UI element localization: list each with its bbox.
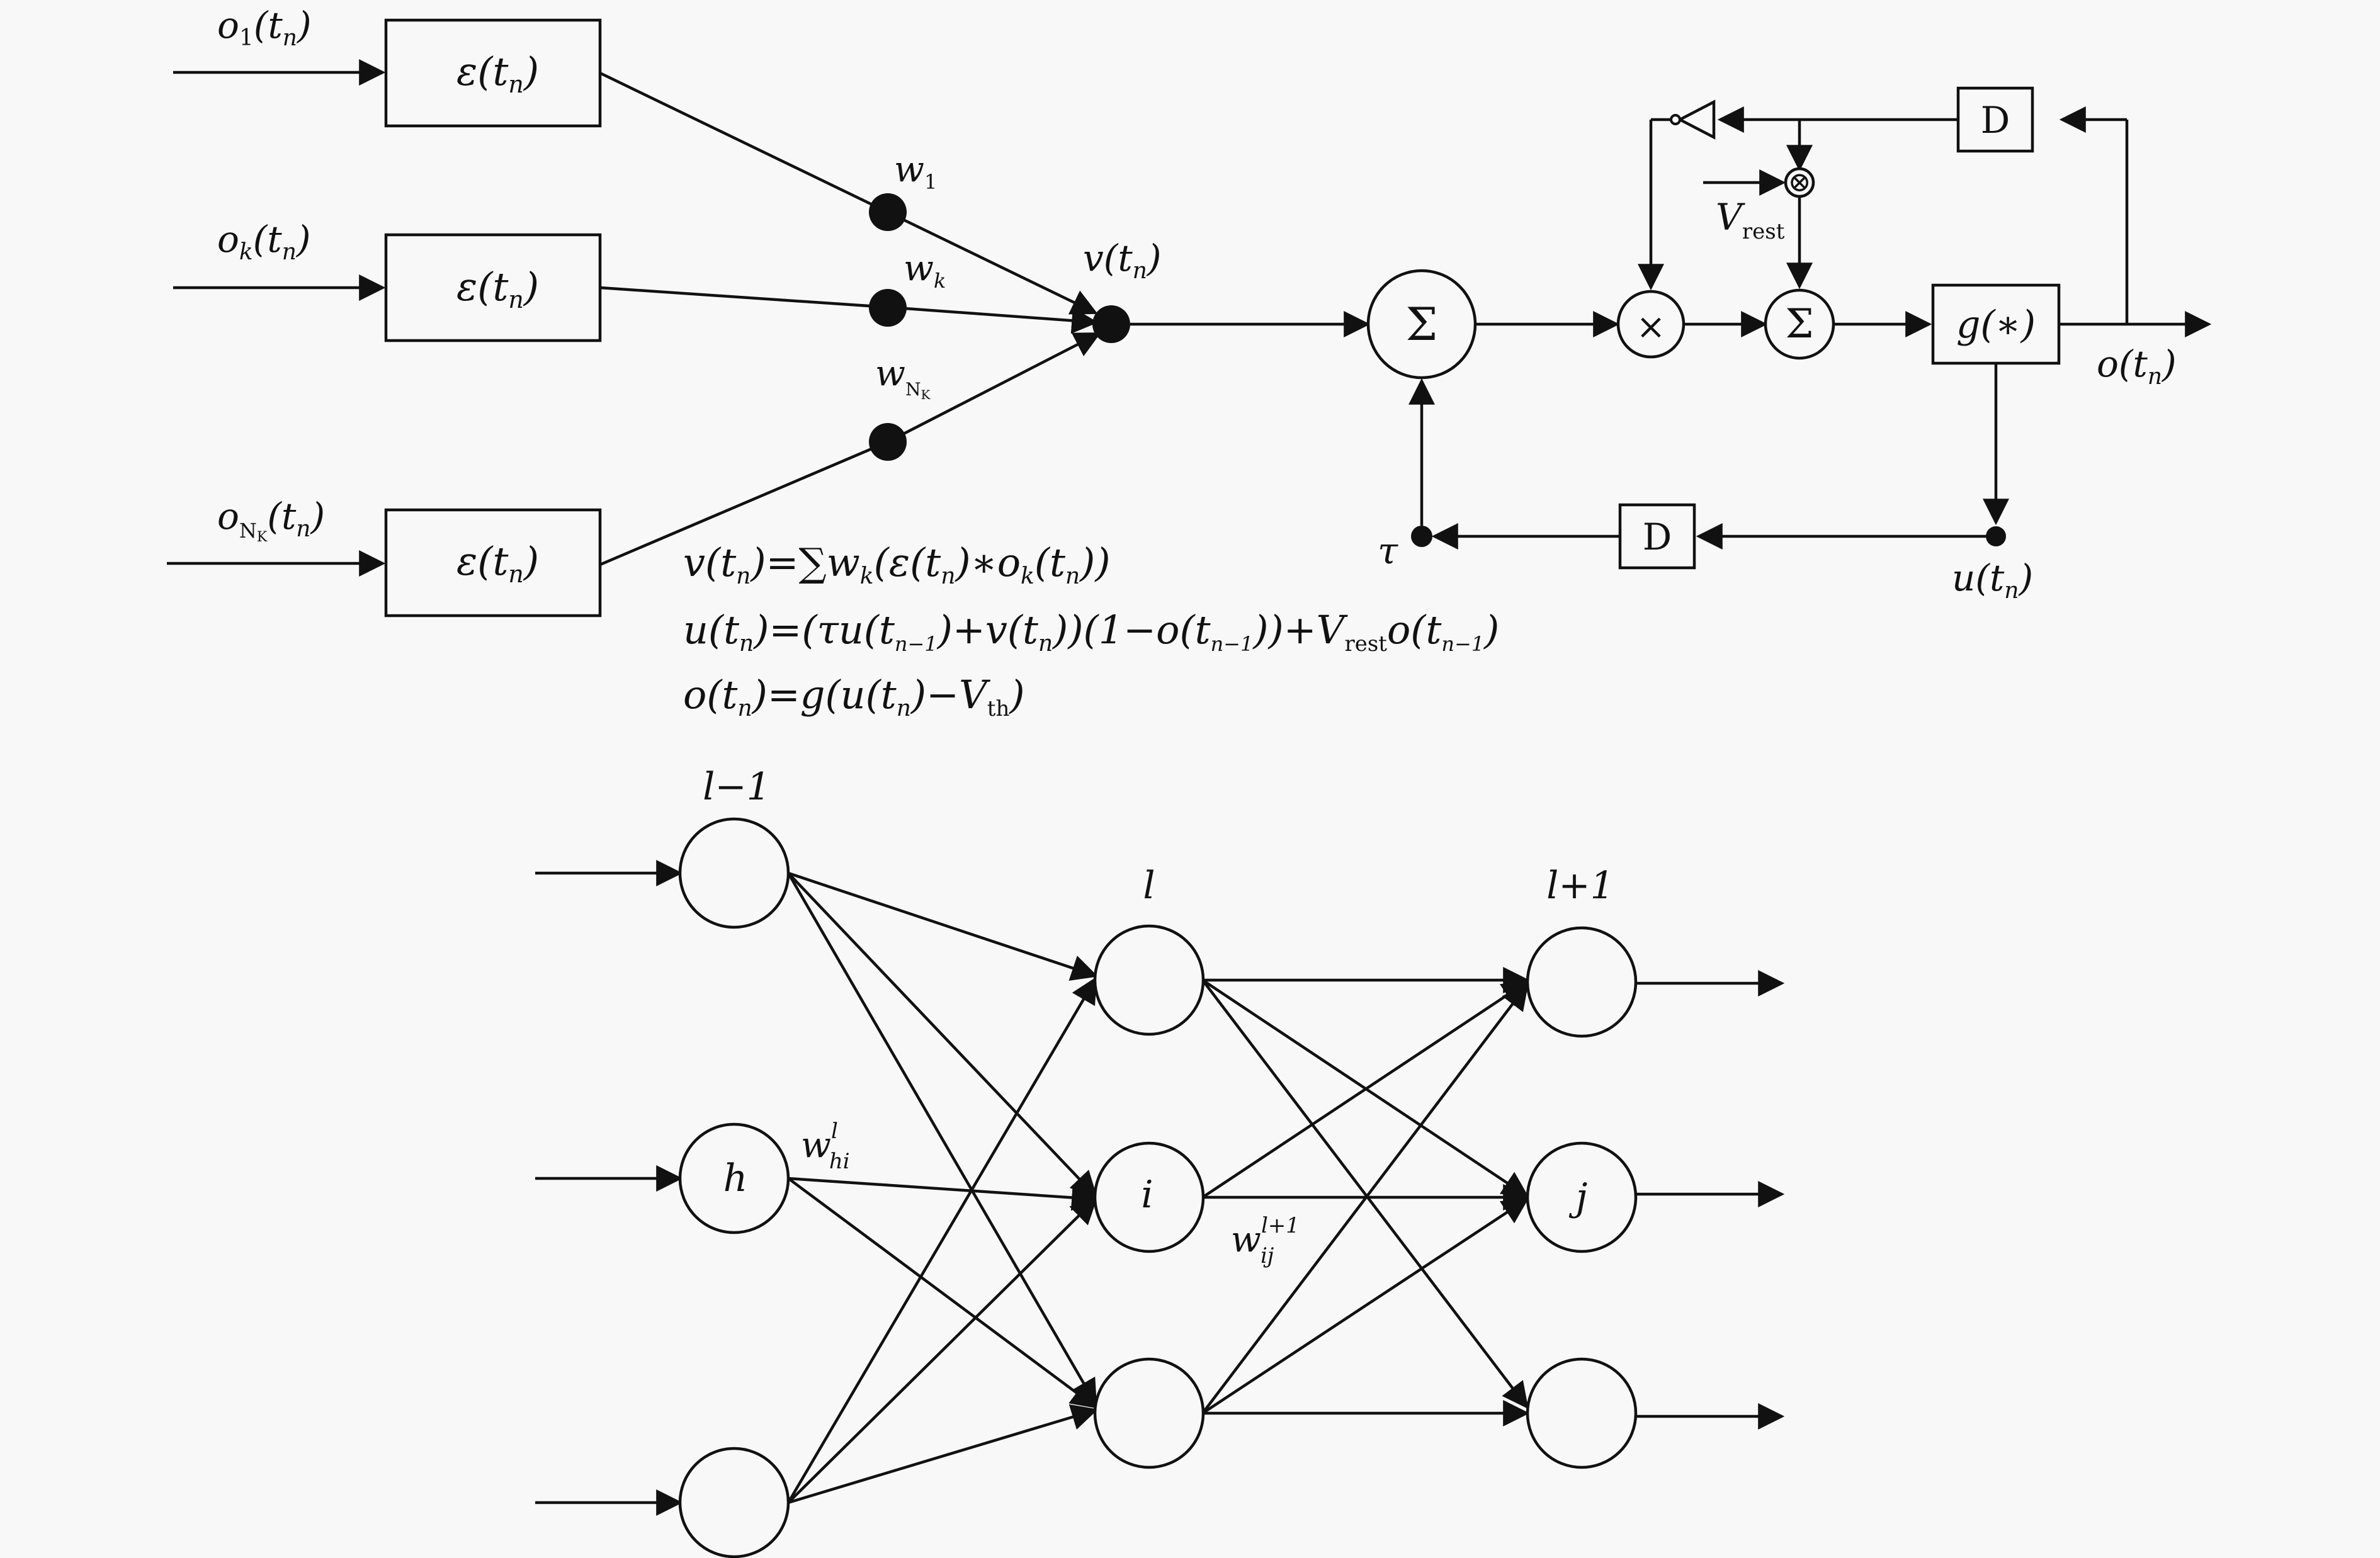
node-prev-h xyxy=(678,1122,790,1234)
kernel-box-nk xyxy=(384,508,602,618)
input-label-nk: oNK(tn) xyxy=(217,495,325,545)
equation-v: v(tn)=∑wk(ε(tn)∗ok(tn)) xyxy=(683,539,1111,589)
output-label: o(tn) xyxy=(2097,342,2177,390)
tau-point xyxy=(1411,526,1432,547)
node-cur-1 xyxy=(1093,924,1205,1036)
layer-label-prev: l−1 xyxy=(703,765,771,809)
delay-box-bottom xyxy=(1618,503,1696,570)
node-next-3 xyxy=(1526,1357,1638,1469)
node-label-h: h xyxy=(723,1156,748,1200)
kernel-label-k: ε(tn) xyxy=(456,264,539,313)
layer-label-cur: l xyxy=(1143,864,1155,908)
refractory-feedback: D ⊗ Vrest xyxy=(1638,86,2129,324)
node-cur-3 xyxy=(1093,1357,1205,1469)
node-cur-i xyxy=(1093,1141,1205,1253)
kernel-label-nk: ε(tn) xyxy=(456,538,539,588)
weight-dot-1 xyxy=(869,193,907,231)
weight-label-nk: wNK xyxy=(875,353,931,402)
equation-u: u(tn)=(τu(tn−1)+v(tn))(1−o(tn−1))+Vresto… xyxy=(683,607,1499,657)
weight-dot-k xyxy=(869,289,907,327)
node-next-j xyxy=(1526,1141,1638,1253)
node-prev-1 xyxy=(678,817,790,929)
inverter-bubble xyxy=(1670,114,1681,125)
weight-label-1: w1 xyxy=(894,149,937,194)
network-nodes xyxy=(678,817,1638,1558)
synapse-connections: w1 wk wNK xyxy=(599,71,1101,567)
delay-label-bottom: D xyxy=(1643,516,1672,558)
input-branch-1: o1(tn) ε(tn) xyxy=(173,4,602,128)
input-branch-nk: oNK(tn) ε(tn) xyxy=(167,495,602,618)
sum-symbol: Σ xyxy=(1406,298,1438,351)
kernel-label-1: ε(tn) xyxy=(456,48,539,98)
otimes-symbol: ⊗ xyxy=(1788,166,1811,198)
delay-box-top xyxy=(1956,86,2034,153)
tau-label: τ xyxy=(1378,529,1398,572)
weight-dot-nk xyxy=(869,423,907,461)
layer-label-next: l+1 xyxy=(1546,864,1614,908)
inverter-triangle xyxy=(1677,99,1716,140)
input-label-1: o1(tn) xyxy=(217,4,312,51)
layer-labels: l−1 l l+1 xyxy=(703,765,1614,908)
v-label: v(tn) xyxy=(1083,237,1162,284)
node-next-1 xyxy=(1526,926,1638,1038)
activation-label: g(∗) xyxy=(1956,303,2036,347)
weight-label-k: wk xyxy=(904,248,946,293)
leak-feedback: u(tn) D τ xyxy=(1378,363,2033,604)
node-prev-3 xyxy=(678,1447,790,1558)
u-label: u(tn) xyxy=(1952,556,2033,604)
equations: v(tn)=∑wk(ε(tn)∗ok(tn)) u(tn)=(τu(tn−1)+… xyxy=(683,539,1499,721)
node-label-i: i xyxy=(1141,1173,1153,1217)
input-label-k: ok(tn) xyxy=(217,218,311,265)
network-edges xyxy=(535,860,1785,1516)
vrest-label: Vrest xyxy=(1716,196,1785,244)
input-branch-k: ok(tn) ε(tn) xyxy=(173,218,602,342)
multiplier-symbol: × xyxy=(1636,307,1666,347)
kernel-box-k xyxy=(384,233,602,342)
reset-sum-symbol: Σ xyxy=(1785,301,1813,347)
delay-label-top: D xyxy=(1981,99,2010,142)
activation-box xyxy=(1931,283,2061,365)
equation-o: o(tn)=g(u(tn)−Vth) xyxy=(683,672,1025,721)
summation-point-v xyxy=(1092,305,1130,343)
